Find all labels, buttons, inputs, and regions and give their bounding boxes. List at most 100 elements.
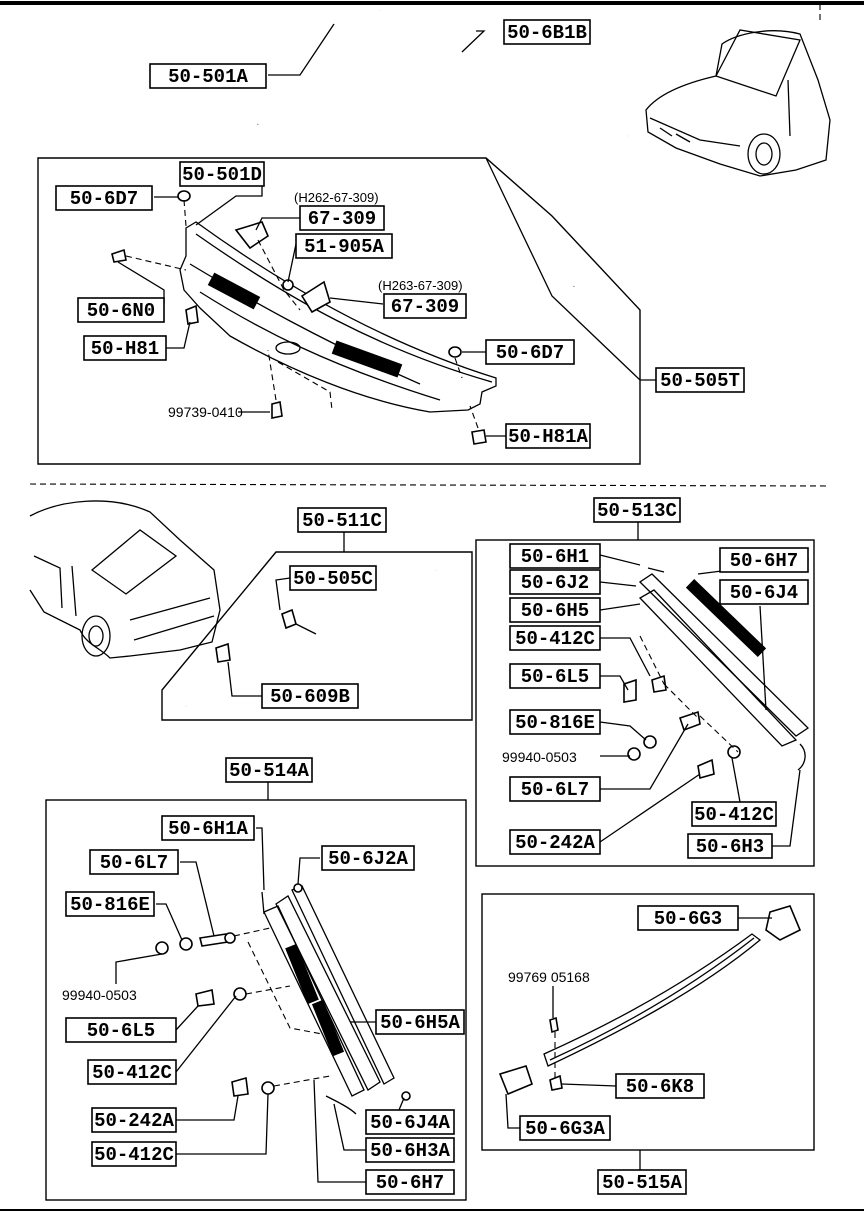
- screw-part-number-rb: 99769 05168: [508, 969, 590, 985]
- label-l7: 50-6L7: [509, 776, 601, 802]
- bracket-part-lm: [215, 642, 231, 663]
- svg-text:50-501A: 50-501A: [168, 66, 248, 88]
- svg-text:50-6D7: 50-6D7: [496, 342, 564, 364]
- label-c412-b: 50-412C: [91, 1141, 177, 1167]
- svg-text:50-6H5A: 50-6H5A: [380, 1012, 460, 1034]
- panel-h5a: [275, 895, 381, 1091]
- g3a-part: [498, 1065, 533, 1096]
- label-clip-top: 50-6D7: [55, 185, 153, 211]
- nut-part-lb: [155, 941, 169, 955]
- label-e816: 50-816E: [509, 709, 601, 735]
- label-j4a: 50-6J4A: [365, 1109, 455, 1135]
- svg-text:67-309: 67-309: [391, 296, 459, 318]
- svg-text:50-6L7: 50-6L7: [100, 852, 168, 874]
- k8-part: [549, 1074, 563, 1091]
- svg-text:50-6L5: 50-6L5: [87, 1020, 155, 1042]
- screw-part-rb: [549, 1016, 559, 1034]
- grille-slots-right: [331, 340, 403, 378]
- screw-n-part: [111, 248, 127, 263]
- svg-text:50-6J2A: 50-6J2A: [328, 848, 408, 870]
- label-h7-lb: 50-6H7: [365, 1169, 455, 1195]
- right-middle-section: 50-513C 50-6H1 50-6J2 50-6H5 50-412C 50-…: [475, 497, 815, 867]
- label-j2: 50-6J2: [509, 569, 601, 595]
- label-fastener-h81: 50-H81: [83, 335, 167, 361]
- svg-text:67-309: 67-309: [308, 208, 376, 230]
- c412-a-part: [233, 987, 247, 1001]
- svg-text:50-412C: 50-412C: [515, 628, 595, 650]
- label-molding-511c: 50-511C: [297, 507, 387, 533]
- a242-part-lb: [231, 1076, 249, 1097]
- svg-text:50-6K8: 50-6K8: [626, 1076, 694, 1098]
- label-screw-n: 50-6N0: [77, 297, 165, 323]
- svg-text:50-412C: 50-412C: [694, 804, 774, 826]
- cap-upper-note: (H262-67-309): [294, 190, 379, 205]
- clip-part-lm: [281, 608, 297, 630]
- label-k8: 50-6K8: [615, 1073, 705, 1099]
- cap-upper-part: [234, 221, 269, 250]
- svg-text:50-6D7: 50-6D7: [70, 188, 138, 210]
- strip-g3: [543, 933, 762, 1067]
- top-section: 50-501A 50-6B1B 50-501D 50-6D7 (H262-67-…: [37, 7, 831, 465]
- svg-text:50-6H3A: 50-6H3A: [370, 1140, 450, 1162]
- label-assembly-513c: 50-513C: [593, 497, 681, 523]
- svg-text:50-6H1A: 50-6H1A: [168, 818, 248, 840]
- svg-text:50-242A: 50-242A: [515, 832, 595, 854]
- left-middle-section: 50-511C 50-505C 50-609B: [29, 500, 473, 721]
- label-assembly-514a: 50-514A: [225, 757, 313, 783]
- e816-part-lb: [179, 937, 193, 951]
- a242-part: [697, 758, 715, 780]
- svg-text:50-6J4: 50-6J4: [730, 582, 798, 604]
- l5-part-lb: [195, 989, 215, 1007]
- label-c412-top: 50-412C: [509, 625, 601, 651]
- svg-text:50-513C: 50-513C: [597, 500, 677, 522]
- clip-right-part: [448, 346, 462, 358]
- label-h3a: 50-6H3A: [365, 1137, 455, 1163]
- frame-trim-inner: [256, 16, 612, 287]
- label-a242: 50-242A: [509, 829, 601, 855]
- vent-slots-lb-top: [285, 943, 319, 1005]
- nut-part-number-lb: 99940-0503: [62, 987, 137, 1003]
- e816-nut-part: [643, 735, 657, 749]
- right-middle-frame: [475, 539, 815, 867]
- label-bracket-609b: 50-609B: [261, 683, 359, 709]
- label-nut-b: 51-905A: [295, 233, 393, 259]
- svg-text:50-515A: 50-515A: [602, 1172, 682, 1194]
- c412-b-part: [261, 1081, 275, 1095]
- svg-text:50-H81A: 50-H81A: [508, 426, 588, 448]
- svg-text:51-905A: 51-905A: [304, 236, 384, 258]
- panel-h7-lb: [263, 905, 365, 1097]
- l7-head-lb: [224, 932, 236, 944]
- label-c412-a: 50-412C: [87, 1059, 177, 1085]
- svg-text:50-511C: 50-511C: [302, 510, 382, 532]
- label-j4: 50-6J4: [719, 579, 809, 605]
- c412-top-part: [651, 674, 667, 693]
- molding-strip-inner: [185, 569, 437, 707]
- e816-part: [678, 710, 701, 732]
- svg-text:50-6L7: 50-6L7: [521, 779, 589, 801]
- svg-text:50-6H1: 50-6H1: [521, 546, 589, 568]
- svg-text:50-6J4A: 50-6J4A: [370, 1112, 450, 1134]
- label-h1: 50-6H1: [509, 543, 601, 569]
- svg-text:50-6B1B: 50-6B1B: [507, 22, 587, 44]
- svg-text:50-816E: 50-816E: [515, 712, 595, 734]
- label-assembly-top: 50-505T: [655, 367, 745, 393]
- label-h5a: 50-6H5A: [375, 1009, 465, 1035]
- right-bottom-section: 50-6G3 99769 05168 50-6K8 50-6G3A 50-515…: [481, 893, 815, 1195]
- j2a-part: [293, 883, 303, 893]
- label-a242-lb: 50-242A: [91, 1107, 177, 1133]
- clip-top-part: [177, 190, 191, 202]
- label-h5: 50-6H5: [509, 597, 601, 623]
- cowl-grille-panel: [179, 221, 497, 413]
- upper-molding-inner: [379, 7, 630, 139]
- label-cap-lower: 67-309: [383, 293, 467, 319]
- svg-text:50-6G3: 50-6G3: [654, 908, 722, 930]
- bolt-part-number: 99739-0410: [168, 404, 243, 420]
- label-frame-trim: 50-501A: [149, 63, 267, 89]
- svg-text:50-242A: 50-242A: [94, 1110, 174, 1132]
- svg-text:50-6N0: 50-6N0: [87, 300, 155, 322]
- svg-text:50-6G3A: 50-6G3A: [525, 1118, 605, 1140]
- svg-text:50-412C: 50-412C: [94, 1144, 174, 1166]
- svg-text:50-514A: 50-514A: [229, 760, 309, 782]
- fastener-h81-part: [185, 304, 199, 325]
- right-bottom-frame: [481, 893, 815, 1151]
